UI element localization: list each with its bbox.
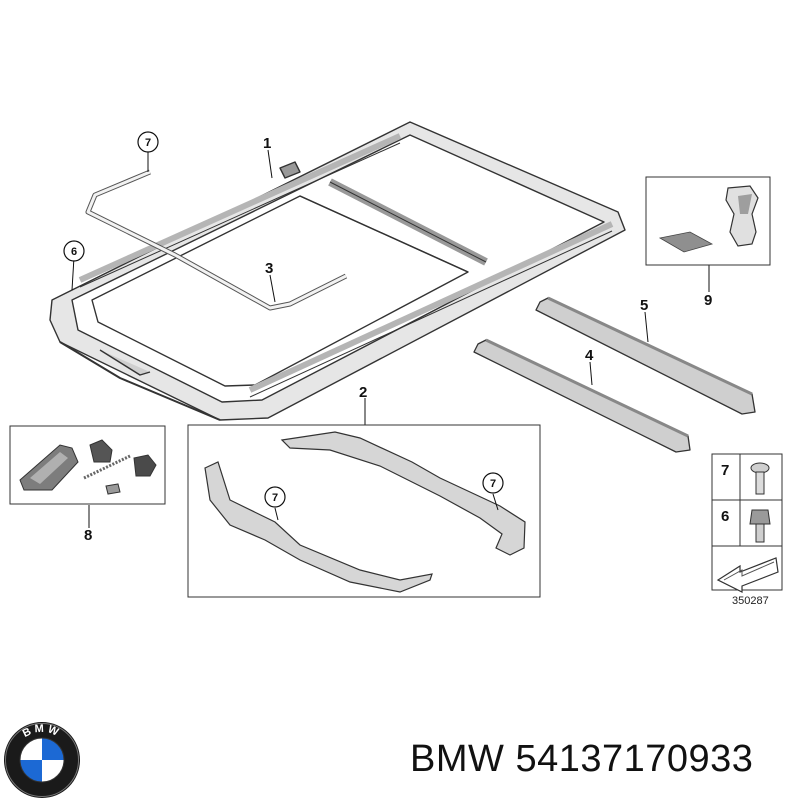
caption-brand: BMW	[410, 738, 505, 780]
leader-lines	[71, 149, 710, 528]
label-part-5: 5	[640, 297, 648, 314]
svg-text:BMW: BMW	[21, 723, 63, 740]
circled-label-seal: 7	[145, 137, 151, 149]
circled-label-bracket-b: 7	[490, 478, 496, 490]
label-part-2: 2	[359, 384, 367, 401]
fastener-legend	[711, 453, 783, 593]
part-number-labels: 1 2 3 4 5 8 9	[84, 135, 712, 544]
part-caption: BMW 54137170933	[410, 738, 753, 781]
bmw-roundel-logo: BMW	[4, 722, 80, 798]
label-part-1: 1	[263, 135, 271, 152]
legend-label-6: 6	[721, 508, 729, 525]
rail-part-5	[535, 296, 756, 415]
circled-label-frame: 6	[71, 246, 77, 258]
label-part-3: 3	[265, 260, 273, 277]
part-9-box	[645, 176, 771, 266]
part-2-box	[187, 424, 541, 598]
circled-label-bracket-a: 7	[272, 492, 278, 504]
circled-labels: 7 6 7 7	[63, 131, 504, 508]
label-part-9: 9	[704, 292, 712, 309]
rail-part-4	[473, 338, 691, 453]
diagram-reference-number: 350287	[732, 595, 769, 607]
edge-seal-strip	[85, 169, 348, 311]
label-part-8: 8	[84, 527, 92, 544]
legend-label-7: 7	[721, 462, 729, 479]
part-8-box	[9, 425, 166, 505]
label-part-4: 4	[585, 347, 594, 364]
caption-part-number: 54137170933	[515, 738, 754, 780]
sunroof-frame	[49, 121, 626, 421]
